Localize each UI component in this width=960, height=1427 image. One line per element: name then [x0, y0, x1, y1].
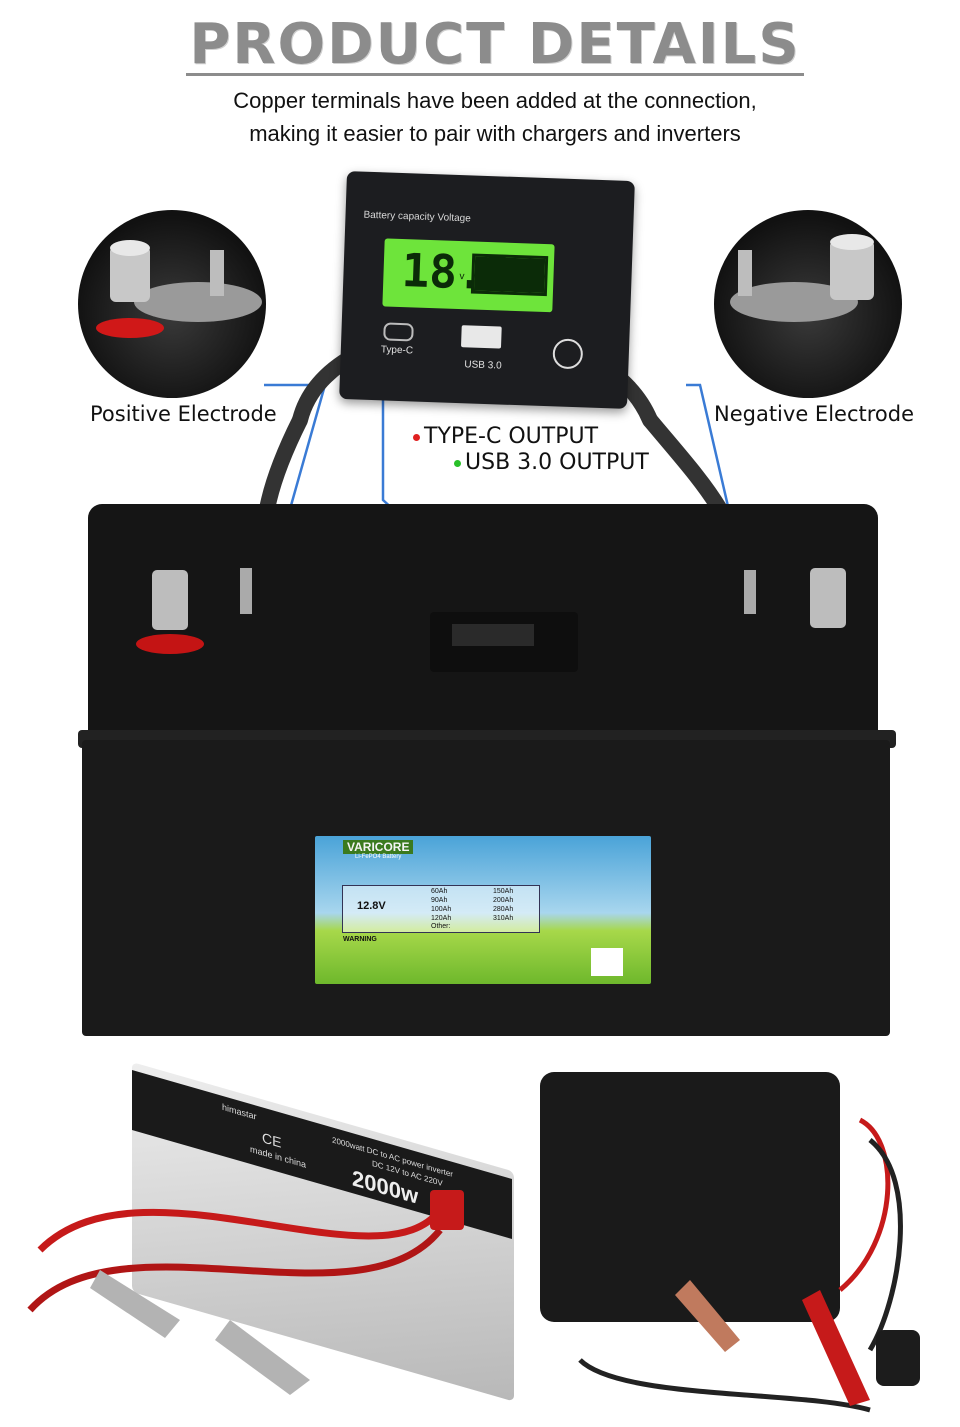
inverter-cables: [27, 1190, 464, 1395]
battery-terminals: [136, 568, 846, 654]
cap-310: 310Ah: [493, 915, 514, 922]
inverter-clamp-1: [215, 1320, 310, 1395]
positive-terminal-zoom: [78, 210, 266, 398]
type-c-port-label: Type-C: [380, 344, 414, 357]
lcd-display: 18.2 v: [382, 238, 555, 313]
negative-stud: [744, 570, 756, 614]
cap-90: 90Ah: [431, 897, 448, 904]
lcd-battery-icon: [470, 253, 549, 297]
usb-output-text: USB 3.0 OUTPUT: [465, 450, 649, 475]
positive-stud: [240, 568, 252, 614]
charger-cables: [578, 1117, 920, 1413]
type-c-output-label: TYPE-C OUTPUT: [413, 424, 598, 449]
type-c-port-icon: [383, 322, 414, 342]
battery-label: VARICORE Li-FePO4 Battery 12.8V 60Ah 90A…: [315, 836, 651, 984]
qr-code-icon: [591, 948, 623, 976]
capacity-spec-box: 12.8V 60Ah 90Ah 100Ah 120Ah Other: 150Ah…: [342, 885, 540, 933]
mini-battery-meter: [430, 612, 578, 672]
type-c-output-text: TYPE-C OUTPUT: [424, 424, 599, 449]
cap-other: Other:: [431, 923, 451, 930]
title-underline: [186, 73, 804, 76]
cap-120: 120Ah: [431, 915, 452, 922]
cap-200: 200Ah: [493, 897, 514, 904]
cap-150: 150Ah: [493, 888, 514, 895]
warning-heading: WARNING: [343, 936, 377, 943]
brand-subtitle: Li-FePO4 Battery: [355, 854, 402, 860]
positive-terminal-illustration: [96, 240, 262, 338]
brand-name: VARICORE: [343, 840, 414, 854]
power-button-icon: [552, 338, 584, 370]
meter-caption: Battery capacity Voltage: [363, 209, 471, 225]
page-title: PRODUCT DETAILS: [189, 12, 801, 77]
red-dot-icon: [413, 433, 420, 441]
cap-100: 100Ah: [431, 906, 452, 913]
usb-port-icon: [460, 325, 502, 349]
inverter-terminal: [430, 1190, 464, 1230]
green-dot-icon: [454, 459, 461, 467]
lcd-battery-fill: [473, 256, 546, 293]
usb-output-label: USB 3.0 OUTPUT: [454, 450, 649, 475]
positive-electrode-label: Positive Electrode: [90, 402, 277, 426]
negative-terminal-illustration: [730, 234, 874, 322]
cap-60: 60Ah: [431, 888, 448, 895]
positive-copper-post: [152, 570, 188, 630]
positive-red-ring: [136, 634, 204, 654]
mini-lcd: [452, 624, 534, 646]
lcd-unit: v: [459, 271, 465, 283]
charger-clamp-copper: [675, 1280, 740, 1352]
charger-clamp-red: [802, 1290, 870, 1406]
battery-meter: Battery capacity Voltage 18.2 v Type-C U…: [339, 171, 635, 409]
negative-copper-post: [810, 568, 846, 628]
subtitle-line-2: making it easier to pair with chargers a…: [249, 121, 741, 146]
negative-electrode-label: Negative Electrode: [714, 402, 914, 426]
inverter-clamp-2: [90, 1270, 180, 1338]
usb-port-label: USB 3.0: [464, 359, 502, 372]
negative-terminal-zoom: [714, 210, 902, 398]
cap-280: 280Ah: [493, 906, 514, 913]
subtitle-line-1: Copper terminals have been added at the …: [233, 88, 757, 113]
eu-plug-icon: [876, 1330, 920, 1386]
nominal-voltage: 12.8V: [357, 900, 386, 912]
